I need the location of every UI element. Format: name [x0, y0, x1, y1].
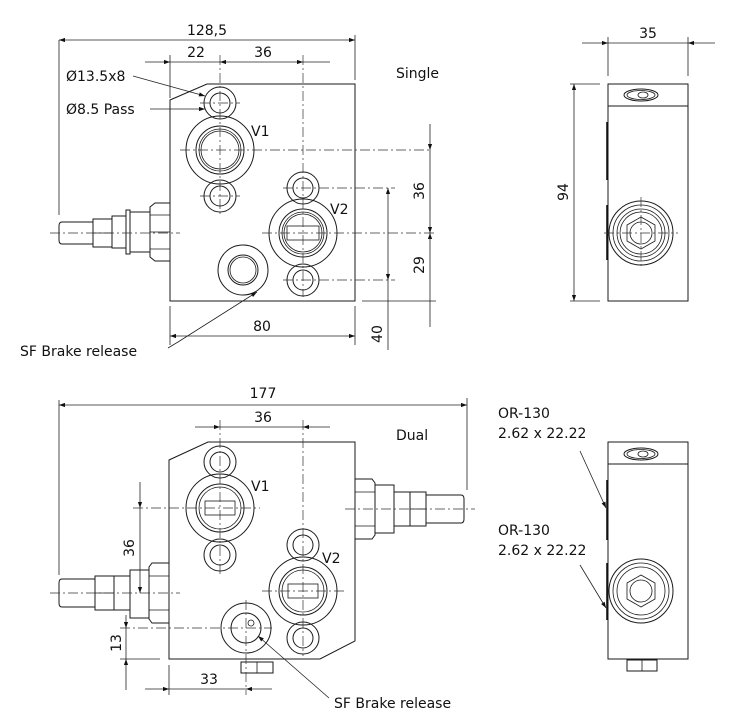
dual-side-bottom-plug — [626, 659, 658, 672]
dim-port-spacing: 36 — [254, 45, 272, 61]
oring-1-size: 2.62 x 22.22 — [498, 426, 586, 442]
view-title-dual: Dual — [396, 428, 428, 444]
callout-through-hole: Ø8.5 Pass — [66, 102, 135, 118]
port-label-v1: V1 — [251, 124, 269, 140]
single-block-outline — [169, 83, 356, 302]
dim-dual-brake-offset: 33 — [200, 672, 218, 688]
dim-v2-bottom: 29 — [412, 256, 428, 274]
single-side-view: 35 94 — [556, 26, 715, 302]
dim-dual-bottom-offset: 13 — [109, 634, 125, 652]
oring-1-name: OR-130 — [498, 406, 550, 422]
dim-hole-offset: 22 — [187, 45, 205, 61]
callout-brake-release-single: SF Brake release — [20, 344, 137, 360]
dual-front-view: 177 36 36 13 33 SF Brake release V1 V2 D… — [50, 386, 475, 712]
dim-body-width: 80 — [253, 319, 271, 335]
single-left-fitting — [50, 202, 180, 262]
dual-port-label-v2: V2 — [322, 551, 340, 567]
dim-dual-vertical-spacing: 36 — [122, 539, 138, 557]
callout-counterbore: Ø13.5x8 — [66, 69, 125, 85]
dim-dual-overall-width: 177 — [250, 386, 277, 402]
single-side-port — [604, 197, 678, 269]
oring-2-name: OR-130 — [498, 523, 550, 539]
port-label-v2: V2 — [330, 202, 348, 218]
dim-bottom-offset: 40 — [370, 325, 386, 343]
dim-side-width: 35 — [639, 26, 657, 42]
dual-block-outline — [168, 441, 356, 660]
dual-right-fitting — [345, 478, 475, 540]
dim-side-height: 94 — [556, 183, 572, 201]
single-front-view: 128,5 22 36 80 36 29 40 Ø13.5x8 Ø8.5 Pas… — [20, 23, 439, 360]
oring-2-size: 2.62 x 22.22 — [498, 543, 586, 559]
dual-side-view: OR-130 2.62 x 22.22 OR-130 2.62 x 22.22 — [498, 406, 689, 672]
dim-overall-width: 128,5 — [187, 23, 227, 39]
dual-port-label-v1: V1 — [251, 479, 269, 495]
view-title-single: Single — [396, 66, 439, 82]
dual-side-port — [608, 558, 674, 624]
single-brake-release-port — [217, 244, 269, 296]
dual-bottom-plug — [240, 661, 274, 674]
dim-dual-port-spacing: 36 — [254, 410, 272, 426]
dim-v1-v2: 36 — [412, 182, 428, 200]
callout-brake-release-dual: SF Brake release — [334, 696, 451, 712]
dual-left-fitting — [50, 562, 180, 624]
